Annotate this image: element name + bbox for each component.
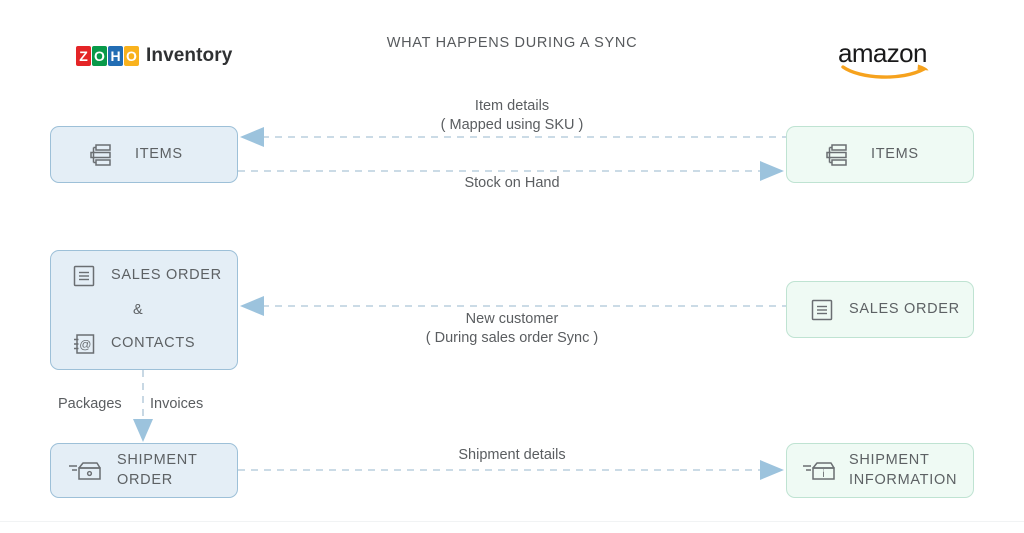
node-shipment-information-line2: INFORMATION <box>849 471 958 488</box>
arrowhead-new-customer-left <box>240 296 264 316</box>
shipment-box-icon <box>67 457 103 485</box>
zoho-inventory-logo: Z O H O Inventory <box>76 43 232 69</box>
page-title: WHAT HAPPENS DURING A SYNC <box>386 35 638 51</box>
edge-label-shipment-details-line1: Shipment details <box>458 447 566 463</box>
contacts-row: @ CONTACTS <box>71 331 222 357</box>
node-items-zoho[interactable]: ITEMS <box>50 126 238 183</box>
contacts-address-book-icon: @ <box>71 331 97 357</box>
zoho-tile-h: H <box>108 46 123 66</box>
arrowhead-item-details-left <box>240 127 264 147</box>
arrowhead-shipment-details-right <box>760 460 784 480</box>
shipment-info-box-icon: i <box>801 457 837 485</box>
node-items-amazon[interactable]: ITEMS <box>786 126 974 183</box>
svg-text:@: @ <box>79 338 91 352</box>
amazon-smile-arrow-icon <box>841 64 929 79</box>
edge-label-item-details-line2: ( Mapped using SKU ) <box>440 117 584 134</box>
node-sales-order-amazon-label: SALES ORDER <box>849 300 960 317</box>
node-shipment-order-line1: SHIPMENT <box>117 451 198 468</box>
items-list-icon <box>823 142 849 168</box>
zoho-tile-z: Z <box>76 46 91 66</box>
footer-divider <box>0 521 1024 522</box>
edge-label-new-customer-line2: ( During sales order Sync ) <box>425 330 599 347</box>
node-shipment-information-amazon-label: SHIPMENT INFORMATION <box>849 451 957 490</box>
node-items-zoho-label: ITEMS <box>135 145 183 162</box>
amazon-wordmark: amazon <box>838 38 928 68</box>
edge-label-shipment-details: Shipment details <box>312 446 712 465</box>
node-shipment-information-amazon[interactable]: i SHIPMENT INFORMATION <box>786 443 974 498</box>
arrowhead-stock-on-hand-right <box>760 161 784 181</box>
sales-order-document-icon <box>809 297 835 323</box>
arrowhead-packages-invoices-down <box>133 419 153 442</box>
zoho-tile-o1: O <box>92 46 107 66</box>
amazon-logo: amazon <box>838 40 942 80</box>
edge-label-invoices: Invoices <box>150 396 204 412</box>
edge-label-item-details-line1: Item details <box>474 98 550 114</box>
edge-label-packages: Packages <box>58 396 122 412</box>
node-sales-order-amazon[interactable]: SALES ORDER <box>786 281 974 338</box>
zoho-logo-tiles: Z O H O <box>76 46 139 66</box>
edge-label-stock-on-hand-line1: Stock on Hand <box>464 175 560 191</box>
node-sales-order-contacts-zoho[interactable]: SALES ORDER & @ CONTACTS <box>50 250 238 370</box>
sales-order-row: SALES ORDER <box>71 263 222 289</box>
node-items-amazon-label: ITEMS <box>871 145 919 162</box>
edge-label-stock-on-hand: Stock on Hand <box>312 174 712 193</box>
node-shipment-order-zoho-label: SHIPMENT ORDER <box>117 451 198 490</box>
node-sales-order-contacts-stack: SALES ORDER & @ CONTACTS <box>71 263 222 357</box>
edge-label-new-customer-line1: New customer <box>465 311 559 327</box>
edge-label-new-customer: New customer ( During sales order Sync ) <box>312 310 712 349</box>
node-shipment-order-line2: ORDER <box>117 471 173 488</box>
node-contacts-label: CONTACTS <box>111 335 196 352</box>
node-shipment-information-line1: SHIPMENT <box>849 451 930 468</box>
svg-text:i: i <box>822 469 824 480</box>
node-shipment-order-zoho[interactable]: SHIPMENT ORDER <box>50 443 238 498</box>
zoho-tile-o2: O <box>124 46 139 66</box>
node-sales-order-label: SALES ORDER <box>111 267 222 284</box>
zoho-product-name: Inventory <box>146 45 233 66</box>
items-list-icon <box>87 142 113 168</box>
sales-order-document-icon <box>71 263 97 289</box>
node-sales-order-ampersand: & <box>133 302 143 318</box>
edge-label-item-details: Item details ( Mapped using SKU ) <box>312 97 712 136</box>
